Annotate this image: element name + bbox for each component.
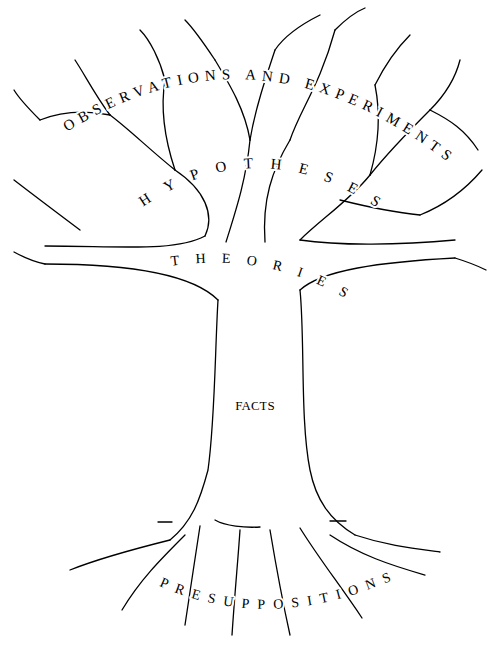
branch-line bbox=[140, 30, 165, 80]
trunk-tick bbox=[158, 521, 172, 522]
roots bbox=[70, 520, 440, 635]
root-line bbox=[215, 520, 260, 527]
branch-line bbox=[420, 170, 482, 215]
branch-line bbox=[430, 60, 460, 110]
branch-line bbox=[370, 85, 378, 175]
branch-line bbox=[455, 258, 486, 270]
branch-line bbox=[45, 236, 205, 247]
branch-line bbox=[275, 15, 320, 50]
tree-label: HYPOTHESES bbox=[136, 155, 384, 210]
branch-line bbox=[226, 140, 250, 242]
branches bbox=[14, 8, 486, 300]
root-line bbox=[232, 530, 240, 635]
branch-line bbox=[110, 115, 175, 170]
branch-line bbox=[14, 252, 45, 264]
root-line bbox=[355, 535, 440, 552]
branch-line bbox=[45, 264, 218, 300]
branch-line bbox=[340, 200, 420, 215]
trunk-line bbox=[170, 300, 218, 540]
branch-line bbox=[375, 35, 410, 85]
tree-label: OBSERVATIONS AND EXPERIMENTS bbox=[60, 66, 455, 164]
branch-line bbox=[185, 20, 215, 60]
trunk-tick bbox=[330, 520, 346, 521]
tree-label: PRESUPPOSITIONS bbox=[158, 569, 393, 611]
branch-line bbox=[250, 50, 275, 140]
branch-line bbox=[14, 180, 80, 230]
branch-line bbox=[14, 90, 40, 120]
trunk bbox=[158, 290, 355, 540]
branch-line bbox=[264, 140, 290, 242]
trunk-line bbox=[300, 290, 355, 535]
root-line bbox=[270, 530, 290, 635]
branch-line bbox=[300, 240, 455, 244]
tree-label: THEORIES bbox=[170, 251, 351, 301]
tree-label: FACTS bbox=[235, 398, 275, 413]
branch-line bbox=[175, 170, 209, 236]
root-line bbox=[122, 535, 185, 610]
branch-line bbox=[163, 80, 175, 170]
branch-line bbox=[335, 8, 365, 30]
root-line bbox=[185, 526, 200, 625]
branch-line bbox=[215, 60, 250, 140]
